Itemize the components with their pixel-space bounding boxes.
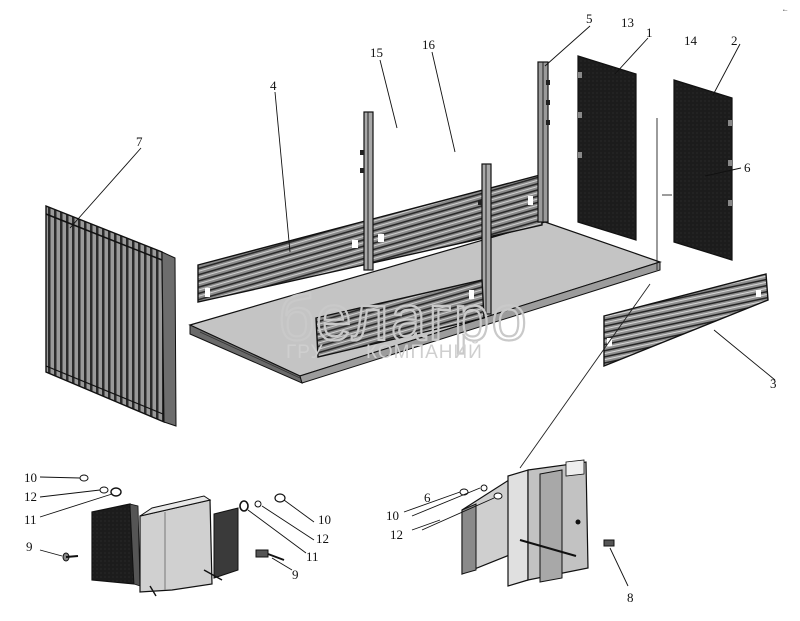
callout-left-10a: 10 bbox=[24, 470, 37, 485]
callout-3: 3 bbox=[770, 376, 777, 391]
rear-panel-1 bbox=[577, 55, 637, 241]
rear-panel-2 bbox=[673, 79, 733, 261]
callout-2: 2 bbox=[731, 33, 738, 48]
corner-mark: •− bbox=[783, 8, 788, 14]
callout-left-11a: 11 bbox=[24, 512, 37, 527]
hinge-detail-left-leaders bbox=[39, 476, 315, 571]
callout-left-9a: 9 bbox=[26, 539, 33, 554]
main-callout-leaders bbox=[69, 25, 776, 381]
callout-right-12: 12 bbox=[390, 527, 403, 542]
callout-left-11b: 11 bbox=[306, 549, 319, 564]
callout-left-12b: 12 bbox=[316, 531, 329, 546]
rear-stanchion-5 bbox=[537, 61, 550, 223]
callout-14: 14 bbox=[684, 33, 698, 48]
callout-1: 1 bbox=[646, 25, 653, 40]
callout-7: 7 bbox=[136, 134, 143, 149]
callout-13: 13 bbox=[621, 15, 634, 30]
side-board-3 bbox=[603, 273, 769, 368]
bracket-detail-right bbox=[459, 459, 615, 587]
callout-left-10b: 10 bbox=[318, 512, 331, 527]
callout-6: 6 bbox=[744, 160, 751, 175]
watermark-group-right: КОМПАНИЙ bbox=[366, 341, 483, 363]
watermark: белагро ГРУ КОМПАНИЙ bbox=[277, 281, 529, 363]
callout-left-9b: 9 bbox=[292, 567, 299, 582]
callout-5: 5 bbox=[586, 11, 593, 26]
watermark-brand: белагро bbox=[278, 282, 529, 354]
callout-left-12a: 12 bbox=[24, 489, 37, 504]
callout-right-6-faint: 6 bbox=[424, 490, 431, 505]
callout-right-8: 8 bbox=[627, 590, 634, 605]
callout-16: 16 bbox=[422, 37, 436, 52]
front-board-7 bbox=[45, 204, 177, 427]
callout-15: 15 bbox=[370, 45, 383, 60]
side-board-near bbox=[315, 279, 485, 358]
hinge-detail-left bbox=[62, 474, 286, 597]
callout-right-10: 10 bbox=[386, 508, 399, 523]
stanchion-16 bbox=[478, 163, 492, 315]
callout-4: 4 bbox=[270, 78, 277, 93]
assembly-guide-lines bbox=[519, 118, 672, 469]
bracket-detail-right-leaders bbox=[403, 487, 629, 587]
watermark-group-left: ГРУ bbox=[286, 342, 324, 363]
stanchion-15 bbox=[360, 111, 374, 271]
